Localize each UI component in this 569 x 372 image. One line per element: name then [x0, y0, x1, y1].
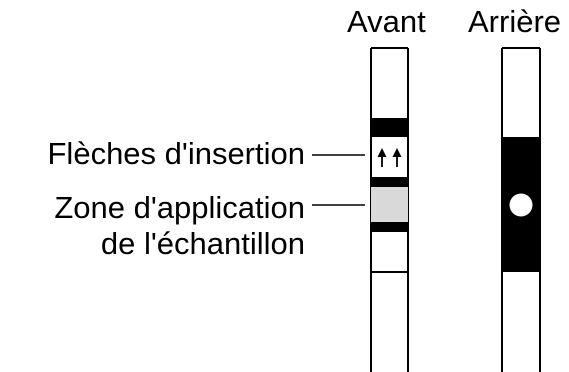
front-mid-band — [371, 177, 408, 187]
back-white-dot — [509, 193, 533, 217]
front-label: Avant — [347, 4, 426, 39]
up-arrow-icon — [377, 148, 387, 167]
sample-zone-label-line1: Zone d'application — [54, 190, 305, 225]
sample-zone-label-line2: de l'échantillon — [100, 226, 305, 261]
insertion-arrows — [377, 148, 402, 167]
up-arrow-icon — [392, 148, 402, 167]
front-top-band — [371, 118, 408, 137]
back-strip — [501, 47, 541, 372]
front-lower-band — [371, 222, 408, 232]
back-label: Arrière — [468, 4, 562, 39]
sample-application-zone — [371, 187, 408, 222]
front-strip — [370, 47, 409, 372]
insertion-arrows-label: Flèches d'insertion — [47, 136, 306, 171]
